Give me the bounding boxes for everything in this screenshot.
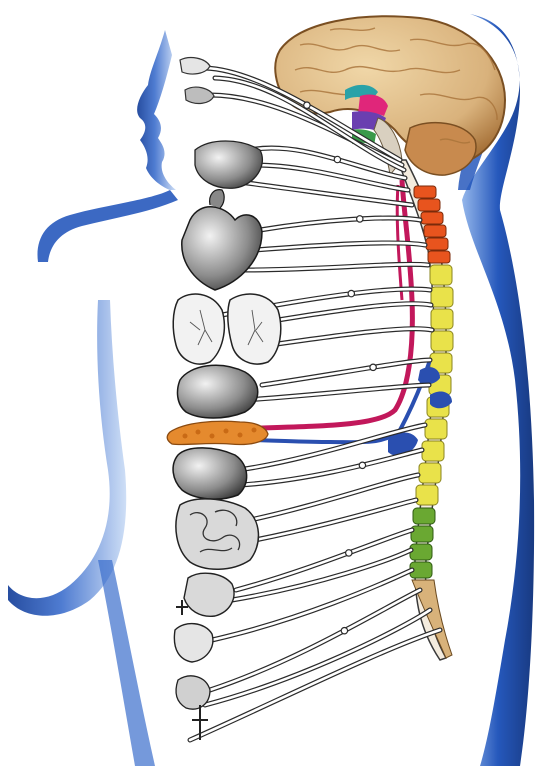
- colon: [184, 573, 234, 616]
- ganglion-node: [370, 364, 376, 370]
- ganglion-node: [334, 156, 340, 162]
- kidney: [173, 448, 247, 499]
- face-shadow: [137, 30, 176, 190]
- nerve-fiber-outline: [210, 590, 420, 690]
- ganglion-node: [304, 102, 310, 108]
- stomach: [178, 365, 258, 418]
- genital-organ: [176, 676, 210, 709]
- pancreas: [167, 421, 268, 444]
- cervical-segments: [414, 186, 450, 263]
- eye-organ: [180, 58, 210, 74]
- small-intestine: [176, 499, 259, 569]
- heart-vessel: [210, 190, 225, 208]
- nerve-fiber-outline: [205, 610, 430, 705]
- bladder: [174, 624, 213, 662]
- ganglion-node: [357, 216, 363, 222]
- ganglion-node: [341, 628, 347, 634]
- abdomen-shadow: [98, 560, 155, 766]
- nasal-organ: [185, 87, 214, 103]
- nerve-fiber: [205, 610, 430, 705]
- ganglion-node: [348, 290, 354, 296]
- nerve-fiber-outline: [232, 550, 411, 600]
- ganglion-node: [359, 462, 365, 468]
- neck-shadow: [37, 190, 178, 262]
- heart: [182, 207, 262, 290]
- right-lung: [228, 294, 281, 364]
- ganglion-node: [346, 550, 352, 556]
- cerebellum: [405, 123, 476, 175]
